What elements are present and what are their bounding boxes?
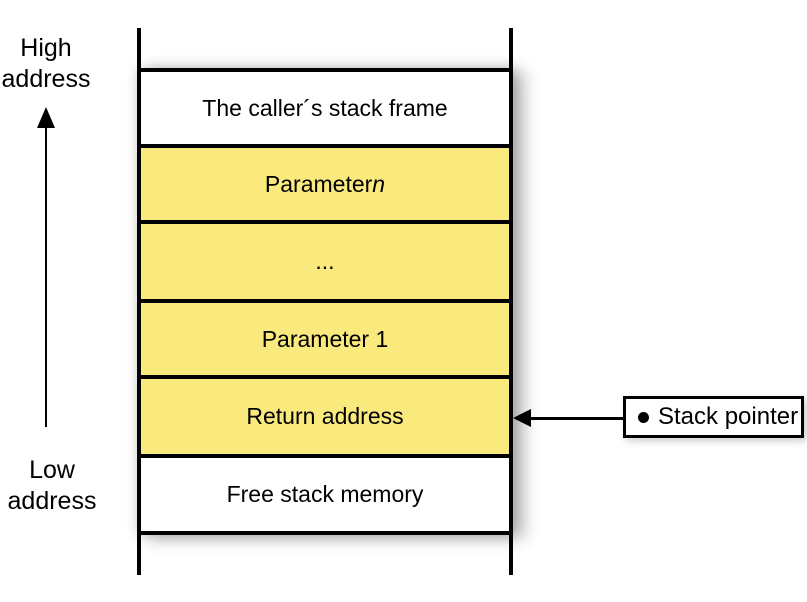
low-address-label: Low address xyxy=(0,455,104,517)
low-address-line1: Low xyxy=(29,456,75,484)
high-address-line2: address xyxy=(1,65,91,93)
stack-row-callers-frame: The caller´s stack frame xyxy=(137,72,513,144)
stack-row-label: Parameter xyxy=(264,170,373,197)
stack-right-wall xyxy=(509,28,513,575)
high-address-line1: High xyxy=(20,34,72,62)
stack-pointer-box: Stack pointer xyxy=(623,396,804,438)
high-address-label: High address xyxy=(0,33,92,95)
stack-body: The caller´s stack frame Parameter n ...… xyxy=(137,68,513,535)
stack-row-label: Return address xyxy=(246,403,404,429)
stack-pointer-label: Stack pointer xyxy=(658,403,799,430)
stack-row-label: Parameter 1 xyxy=(261,325,389,352)
left-arrowhead-icon xyxy=(513,409,531,427)
bullet-icon xyxy=(638,411,649,423)
up-arrowhead-icon xyxy=(37,107,55,128)
stack-row-label: ... xyxy=(315,248,335,274)
stack-left-wall xyxy=(137,28,141,575)
stack-row-parameter-n: Parameter n xyxy=(137,144,513,220)
address-direction-arrow xyxy=(45,124,47,427)
stack-row-label: Free stack memory xyxy=(226,481,424,507)
stack-pointer-arrow xyxy=(516,417,642,420)
low-address-line2: address xyxy=(7,487,97,515)
stack-row-return-address: Return address xyxy=(137,375,513,454)
stack-row-ellipsis: ... xyxy=(137,220,513,299)
stack-row-label: The caller´s stack frame xyxy=(202,94,448,121)
stack-row-label-italic: n xyxy=(372,170,386,197)
stack-row-free-memory: Free stack memory xyxy=(137,454,513,535)
stack-row-parameter-1: Parameter 1 xyxy=(137,299,513,375)
